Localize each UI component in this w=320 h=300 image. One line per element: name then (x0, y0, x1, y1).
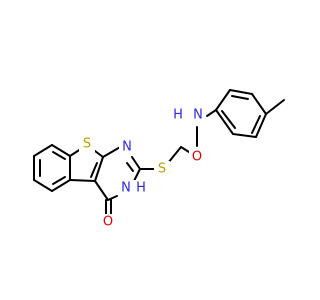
bond (90, 162, 98, 178)
bond (94, 180, 109, 201)
bond (51, 144, 71, 157)
oxygen-atom-label: O (103, 215, 113, 230)
bond (51, 179, 71, 192)
oxygen-atom-label: O (192, 150, 202, 165)
bond (251, 115, 261, 134)
bond (107, 195, 118, 201)
bond (102, 145, 123, 158)
sulfur-atom-label: S (83, 137, 91, 152)
bond (52, 151, 66, 160)
bond (251, 93, 267, 115)
sulfur-atom-label: S (158, 162, 166, 177)
bond (126, 162, 134, 172)
atom-label-layer: S N S O N H N H O (79, 107, 206, 230)
bond-layer (33, 89, 285, 216)
bond (94, 156, 104, 182)
bond (215, 89, 231, 111)
nitrogen-atom-label: N (121, 181, 131, 196)
bond (215, 109, 234, 135)
bond (231, 95, 249, 100)
bond (229, 89, 253, 95)
nitrogen-atom-label: N (122, 140, 132, 155)
bond (131, 156, 141, 170)
molecule-structure-diagram: S N S O N H N H O (33, 89, 285, 230)
hydrogen-atom-label: H (173, 108, 183, 123)
bond (206, 109, 217, 117)
nitrogen-atom-label: N (193, 108, 203, 123)
bond (167, 146, 182, 164)
bond (221, 110, 236, 129)
bond (33, 144, 53, 157)
hydrogen-atom-label: H (136, 181, 146, 196)
bond (52, 176, 66, 185)
bond (33, 179, 53, 192)
bond (69, 179, 96, 182)
bond (265, 99, 285, 115)
bond (255, 113, 267, 138)
bond (232, 133, 257, 138)
